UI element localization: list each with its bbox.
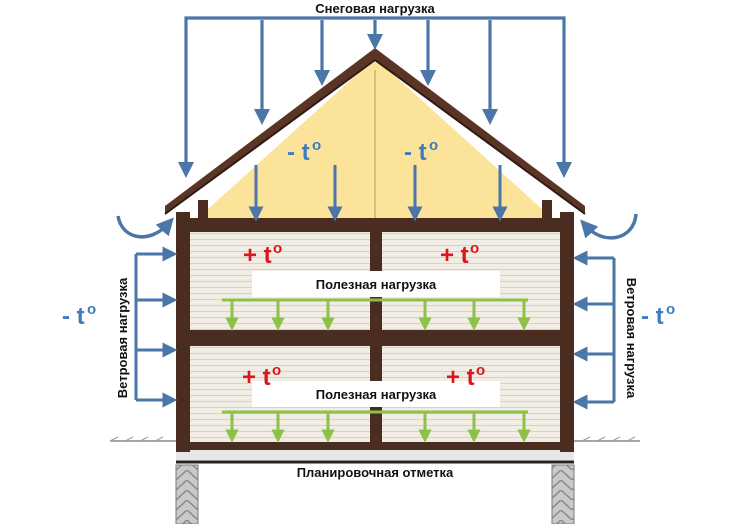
snow-load-arrows: [178, 16, 572, 178]
wind-load-left-label: Ветровая нагрузка: [115, 277, 130, 398]
wind-load-right-label: Ветровая нагрузка: [624, 278, 639, 399]
useful-load-panels: [252, 271, 500, 407]
temp-outside-left-text: - t: [62, 303, 85, 330]
temp-attic-right: - t o: [404, 137, 438, 166]
wind-load-left-arrows: [134, 246, 178, 408]
temp-room-lower-right-text: + t: [446, 364, 475, 391]
temp-attic-left-text: - t: [287, 139, 310, 166]
useful-load-upper-label: Полезная нагрузка: [316, 277, 437, 292]
useful-load-lower-label: Полезная нагрузка: [316, 387, 437, 402]
temp-room-lower-right: + t o: [446, 362, 485, 391]
useful-load-lower-arrows: [222, 410, 531, 443]
foundation-piles: [175, 464, 575, 524]
temp-attic-right-text: - t: [404, 139, 427, 166]
degree-mark: o: [429, 137, 438, 154]
temp-room-lower-left: + t o: [242, 362, 281, 391]
temp-attic-left: - t o: [287, 137, 321, 166]
attic: [198, 58, 552, 222]
temp-outside-right-text: - t: [641, 303, 664, 330]
temp-room-upper-left-text: + t: [243, 242, 272, 269]
temp-room-upper-right-text: + t: [440, 242, 469, 269]
degree-mark: o: [272, 362, 281, 379]
temp-room-lower-left-text: + t: [242, 364, 271, 391]
degree-mark: o: [476, 362, 485, 379]
wind-load-right-arrows: [572, 250, 616, 410]
degree-mark: o: [666, 301, 675, 318]
degree-mark: o: [312, 137, 321, 154]
temp-room-upper-left: + t o: [243, 240, 282, 269]
degree-mark: o: [470, 240, 479, 257]
temp-outside-left: - t o: [62, 301, 96, 330]
roof: [164, 48, 586, 215]
grade-mark-label: Планировочная отметка: [297, 465, 454, 480]
degree-mark: o: [273, 240, 282, 257]
degree-mark: o: [87, 301, 96, 318]
useful-load-upper-arrows: [222, 298, 531, 331]
temp-room-upper-right: + t o: [440, 240, 479, 269]
snow-load-label: Снеговая нагрузка: [315, 1, 435, 16]
wind-curl-arrows: [116, 213, 638, 240]
temp-outside-right: - t o: [641, 301, 675, 330]
attic-arrows: [248, 165, 508, 222]
